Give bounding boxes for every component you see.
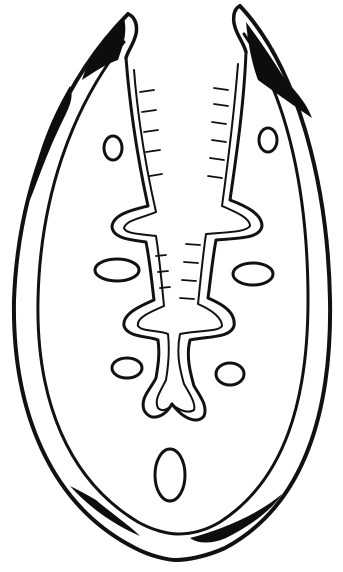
shaded-region-bottom-right (190, 494, 282, 543)
pore-bottom-center (155, 449, 185, 501)
pore-middle-right (233, 263, 273, 285)
pore-middle-left (95, 259, 139, 281)
pore-upper-left (104, 136, 122, 160)
central-canal-right (172, 52, 262, 420)
shaded-region-left-wall (30, 86, 72, 200)
pore-lower-right (216, 363, 244, 385)
pore-lower-left (112, 358, 142, 378)
canal-spines-right (180, 88, 228, 299)
left-horn (126, 14, 137, 58)
pore-upper-right (259, 128, 277, 152)
